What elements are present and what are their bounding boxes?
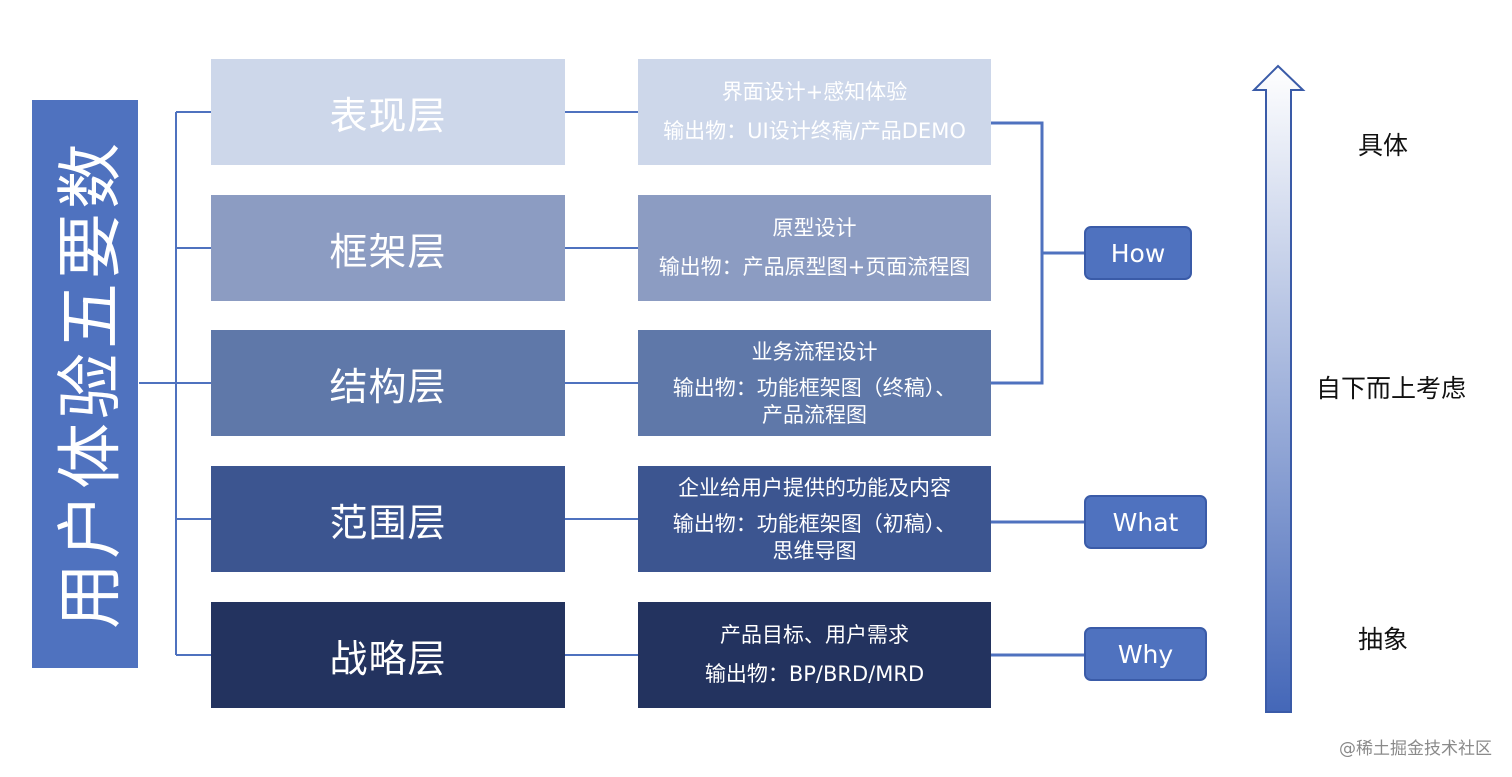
desc-skeleton: 原型设计 输出物：产品原型图+页面流程图 <box>638 195 991 301</box>
desc-structure: 业务流程设计 输出物：功能框架图（终稿）、 产品流程图 <box>638 330 991 436</box>
desc-surface: 界面设计+感知体验 输出物：UI设计终稿/产品DEMO <box>638 59 991 165</box>
axis-label-middle: 自下而上考虑 <box>1316 374 1467 403</box>
layer-strategy: 战略层 <box>211 602 565 708</box>
desc-output: 输出物：功能框架图（初稿）、 思维导图 <box>672 511 957 563</box>
main-title: 用户体验五要数 <box>52 139 129 629</box>
layer-skeleton: 框架层 <box>211 195 565 301</box>
layer-scope: 范围层 <box>211 466 565 572</box>
tag-why: Why <box>1084 627 1207 681</box>
tag-what: What <box>1084 495 1207 549</box>
layer-name: 结构层 <box>329 364 447 409</box>
layer-name: 表现层 <box>329 93 447 138</box>
desc-output: 输出物：功能框架图（终稿）、 产品流程图 <box>672 375 957 427</box>
layer-name: 战略层 <box>329 636 447 681</box>
desc-output: 输出物：UI设计终稿/产品DEMO <box>663 119 966 143</box>
layer-structure: 结构层 <box>211 330 565 436</box>
tag-what-label: What <box>1112 507 1179 537</box>
desc-output: 输出物：BP/BRD/MRD <box>704 662 925 686</box>
layer-name: 范围层 <box>329 500 447 545</box>
axis-label-top: 具体 <box>1358 131 1409 160</box>
desc-title: 产品目标、用户需求 <box>720 623 909 647</box>
desc-title: 原型设计 <box>772 216 857 240</box>
desc-title: 业务流程设计 <box>751 339 878 364</box>
desc-output: 输出物：产品原型图+页面流程图 <box>658 255 971 279</box>
layer-name: 框架层 <box>329 229 447 274</box>
watermark: @稀土掘金技术社区 <box>1339 739 1492 759</box>
axis-label-bottom: 抽象 <box>1358 625 1409 654</box>
desc-strategy: 产品目标、用户需求 输出物：BP/BRD/MRD <box>638 602 991 708</box>
tag-how-label: How <box>1110 238 1166 268</box>
desc-title: 企业给用户提供的功能及内容 <box>678 475 951 500</box>
up-arrow <box>1251 64 1306 713</box>
desc-title: 界面设计+感知体验 <box>721 80 908 104</box>
layer-surface: 表现层 <box>211 59 565 165</box>
tag-how: How <box>1084 226 1192 280</box>
main-title-box: 用户体验五要数 <box>32 100 138 668</box>
desc-scope: 企业给用户提供的功能及内容 输出物：功能框架图（初稿）、 思维导图 <box>638 466 991 572</box>
tag-why-label: Why <box>1117 639 1174 669</box>
how-bracket <box>991 121 1044 385</box>
